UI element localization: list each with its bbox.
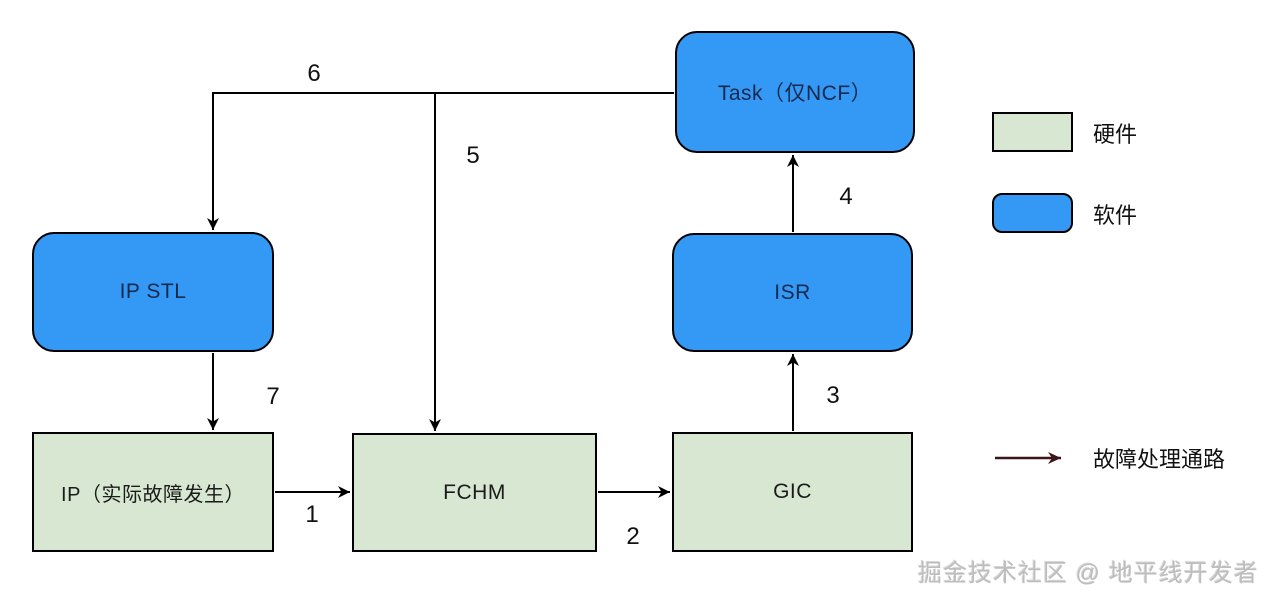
- edge-label-7: 7: [266, 383, 280, 410]
- legend-software-swatch: [992, 193, 1073, 233]
- legend-hardware-swatch: [992, 112, 1073, 152]
- legend-path-arrow-icon: [995, 452, 1061, 464]
- node-fchm: FCHM: [352, 433, 597, 552]
- legend-software-label: 软件: [1093, 203, 1138, 228]
- edge-label-4: 4: [839, 183, 853, 210]
- edge-label-2: 2: [626, 523, 640, 550]
- legend-hardware-label: 硬件: [1093, 122, 1138, 147]
- node-ip: IP（实际故障发生）: [32, 432, 274, 552]
- node-task: Task（仅NCF）: [675, 31, 915, 153]
- node-gic: GIC: [672, 432, 913, 552]
- edge-label-6: 6: [307, 60, 321, 87]
- edge-6-arrow: [207, 92, 674, 230]
- edge-label-5: 5: [466, 142, 480, 169]
- node-ip-stl: IP STL: [32, 232, 274, 352]
- legend-path-label: 故障处理通路: [1093, 447, 1226, 472]
- edge-label-1: 1: [305, 501, 319, 528]
- node-isr: ISR: [672, 233, 913, 352]
- watermark-text: 掘金技术社区 @ 地平线开发者: [918, 560, 1259, 587]
- edge-label-3: 3: [826, 382, 840, 409]
